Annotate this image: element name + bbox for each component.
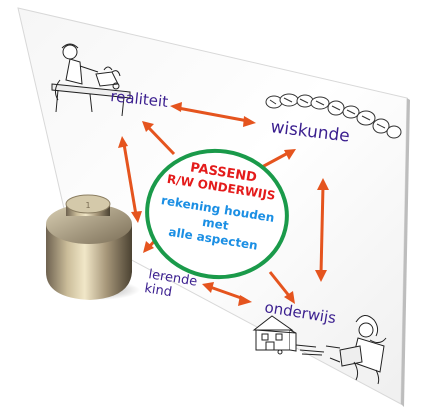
- label-realiteit: realiteit: [110, 87, 169, 111]
- arrow-center-onderwijs: [268, 271, 292, 298]
- arrow-wiskunde-onderwijs: [319, 185, 325, 275]
- arrow-realiteit-lerende: [122, 143, 138, 216]
- person-at-desk-illustration: [51, 43, 131, 117]
- center-subtitle-line2: met: [201, 215, 230, 233]
- math-cloud-illustration: [265, 93, 402, 139]
- paper-edge-shadow: [401, 98, 410, 407]
- arrow-center-realiteit: [146, 125, 176, 156]
- center-circle: [145, 148, 289, 280]
- weight-mark: 1: [85, 201, 90, 210]
- arrow-lerende-onderwijs: [209, 285, 245, 301]
- metal-weight: 1: [46, 194, 140, 300]
- label-kind: kind: [143, 281, 173, 300]
- arrows: [118, 102, 329, 306]
- school-building-illustration: [252, 315, 325, 356]
- person-with-laptop-illustration: [325, 315, 387, 385]
- arrow-center-wiskunde: [261, 151, 289, 169]
- arrow-realiteit-wiskunde: [177, 106, 249, 123]
